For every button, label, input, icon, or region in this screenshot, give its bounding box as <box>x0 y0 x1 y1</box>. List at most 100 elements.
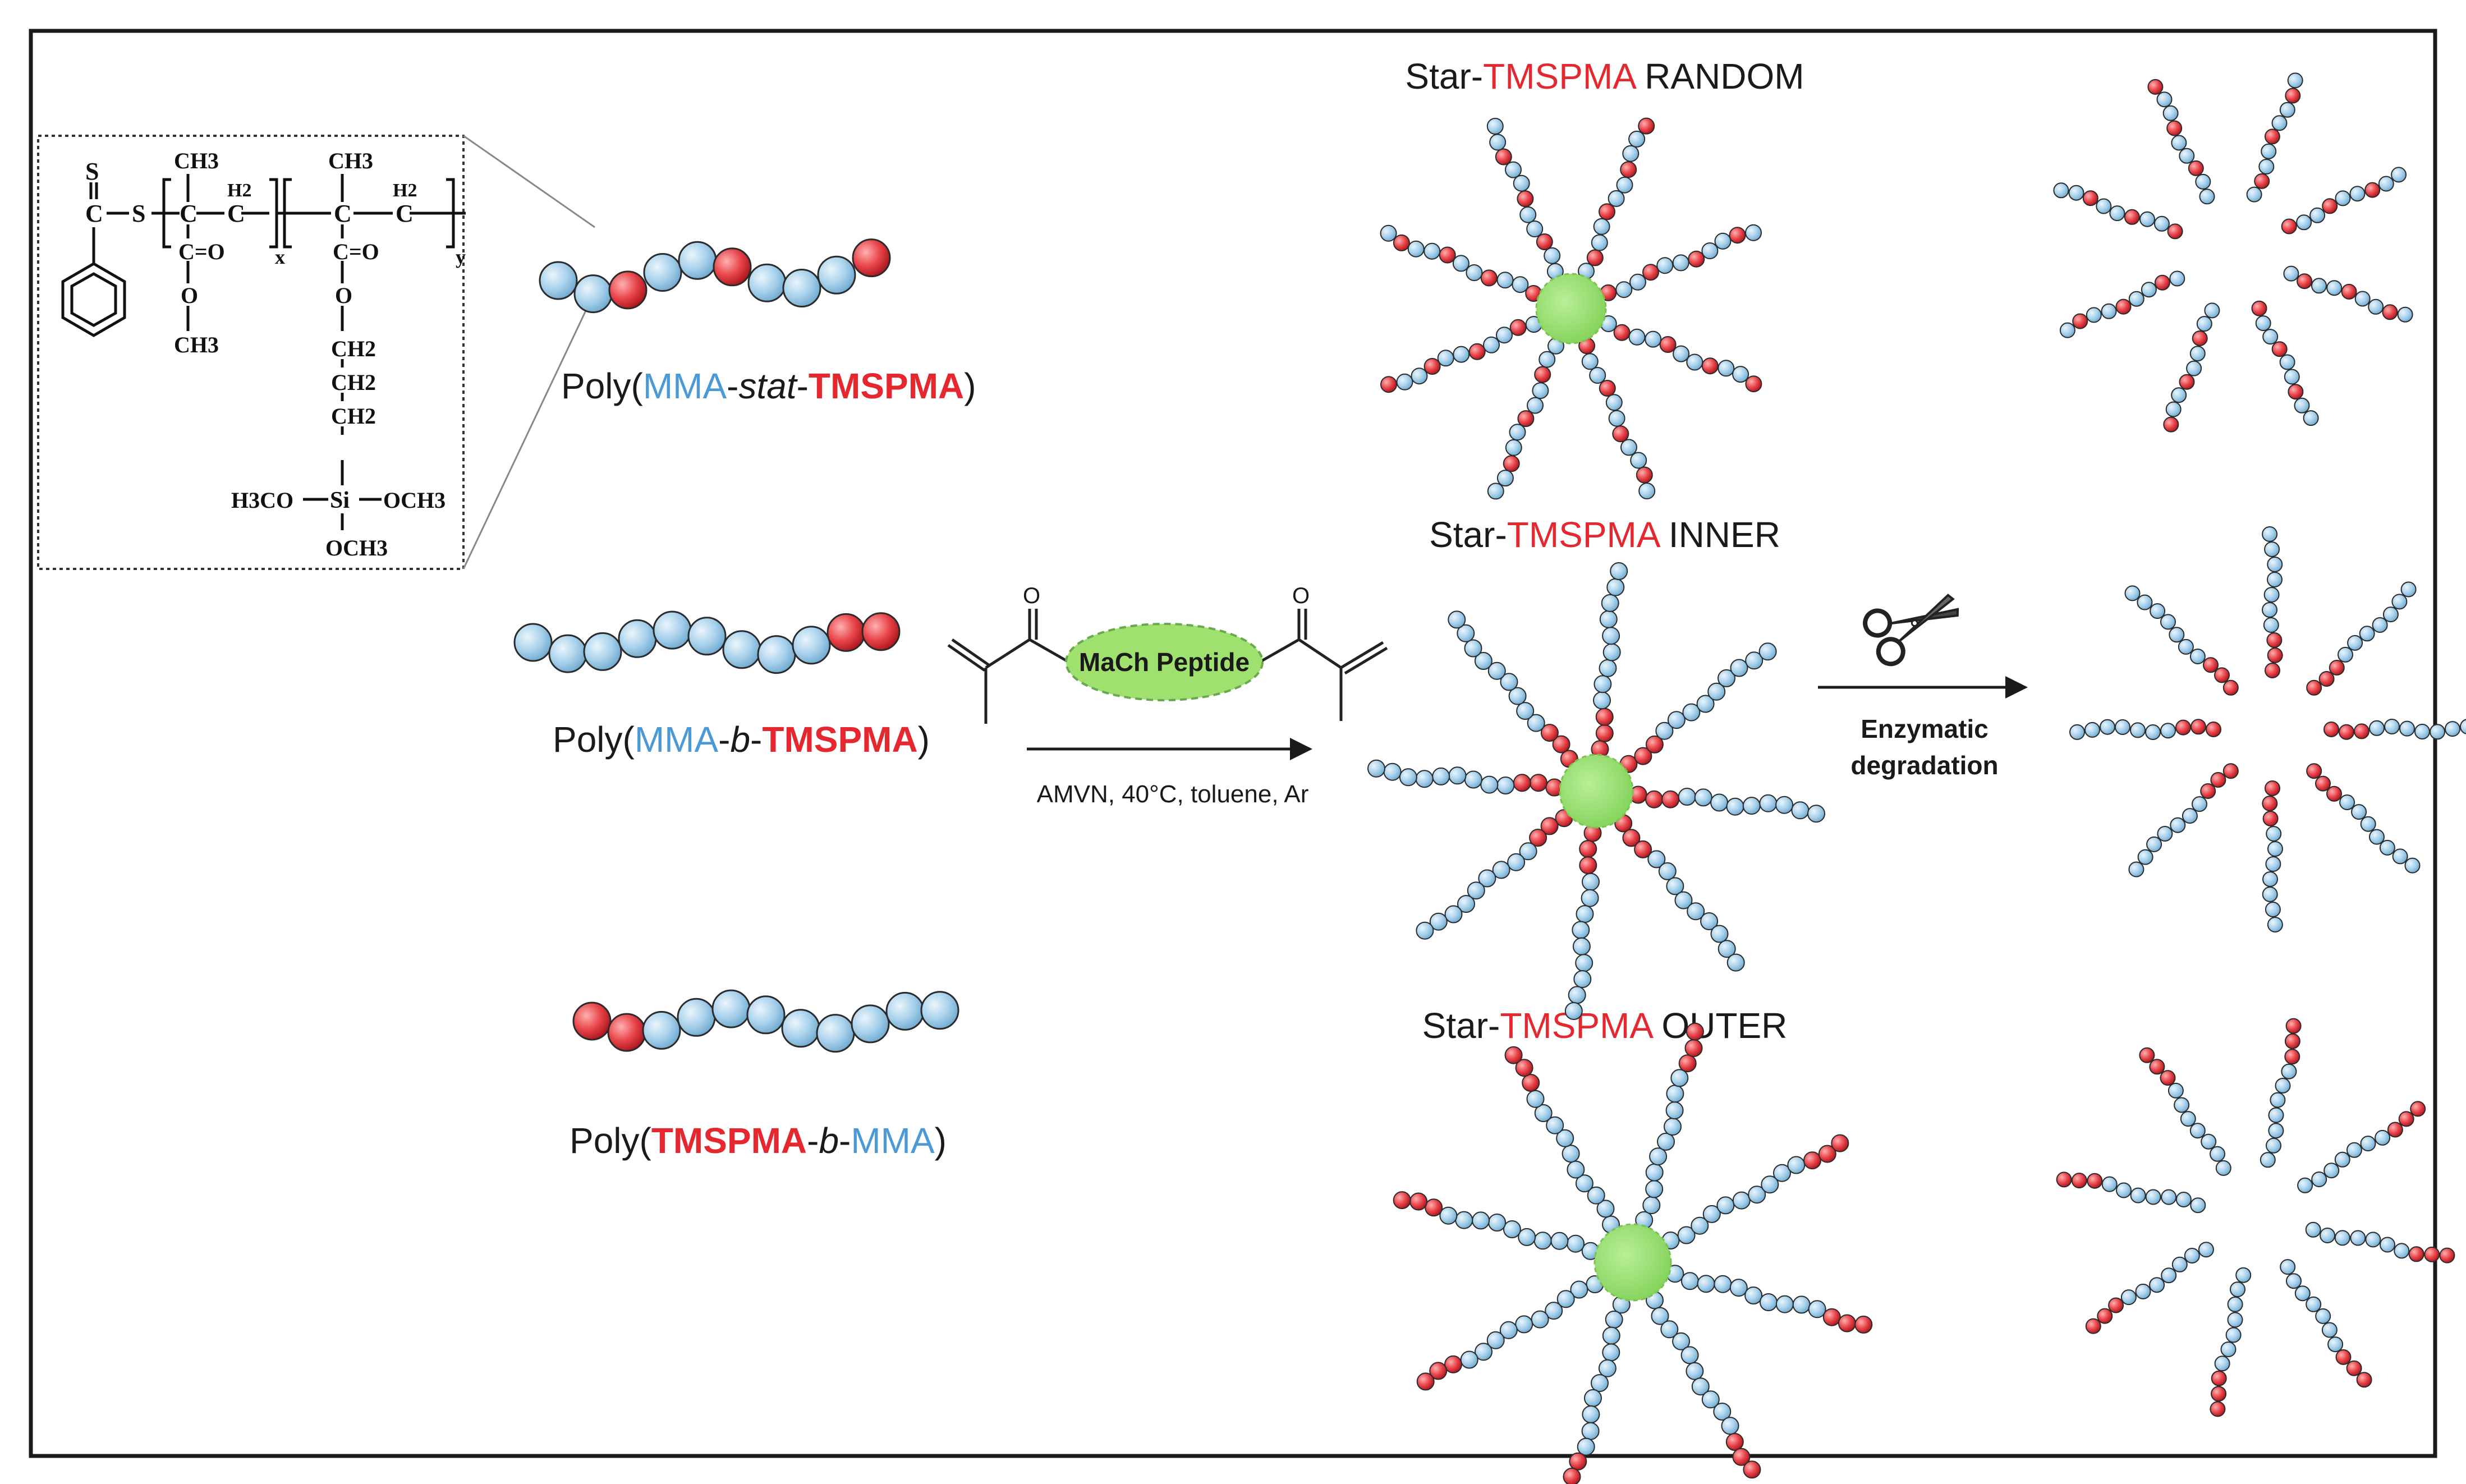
mma-bead <box>2167 1082 2184 1099</box>
mma-bead <box>2380 1237 2395 1253</box>
chain-tmspma-b-mma <box>572 989 959 1053</box>
mma-bead <box>1730 659 1748 677</box>
mma-bead <box>2368 298 2384 315</box>
mma-bead <box>1487 661 1506 680</box>
tmspma-bead <box>1529 829 1547 847</box>
mma-bead <box>1367 759 1385 778</box>
mma-bead <box>1519 206 1537 223</box>
mma-bead <box>1582 1405 1600 1423</box>
mma-bead <box>2430 724 2445 740</box>
mma-bead <box>2262 602 2277 618</box>
mma-bead <box>2266 826 2282 842</box>
mma-bead <box>2261 143 2277 159</box>
mma-bead <box>2149 1277 2165 1293</box>
mma-bead <box>2160 723 2176 739</box>
chem-s-top: S <box>85 158 99 185</box>
mma-bead <box>757 635 796 674</box>
mma-bead <box>2305 1221 2321 1238</box>
mma-bead <box>1655 722 1674 740</box>
tmspma-bead <box>2284 1049 2300 1065</box>
mma-bead <box>2225 1327 2242 1343</box>
mma-bead <box>1602 627 1620 645</box>
mma-bead <box>2294 1285 2311 1302</box>
tmspma-bead <box>1732 1448 1751 1466</box>
mma-bead <box>1602 1343 1620 1362</box>
mma-bead <box>2175 1192 2192 1207</box>
mma-bead <box>2326 280 2343 296</box>
mma-bead <box>2130 1187 2146 1203</box>
mma-bead <box>1670 1069 1689 1087</box>
mma-bead <box>1596 1200 1615 1218</box>
mma-bead <box>1628 328 1646 346</box>
mma-bead <box>1556 1290 1575 1308</box>
mma-bead <box>1682 703 1701 722</box>
mma-bead <box>1570 1280 1588 1299</box>
label-poly-mma-b-tmspma: Poly(MMA-b-TMSPMA) <box>553 719 930 760</box>
mma-bead <box>2279 102 2295 118</box>
mma-bead <box>1657 1132 1675 1151</box>
mma-bead <box>2135 1283 2151 1299</box>
mma-bead <box>1610 562 1628 580</box>
tmspma-bead <box>2285 88 2301 104</box>
mma-bead <box>1629 273 1646 291</box>
mma-bead <box>1573 970 1592 989</box>
tmspma-bead <box>2424 1246 2440 1262</box>
mma-bead <box>1594 675 1612 693</box>
tmspma-bead <box>2315 775 2331 792</box>
tmspma-bead <box>1854 1315 1873 1334</box>
chem-c-thio: C <box>85 200 103 227</box>
mma-bead <box>2372 617 2388 633</box>
tmspma-bead <box>1599 380 1616 397</box>
mma-bead <box>1532 382 1549 399</box>
mma-bead <box>2227 1296 2243 1312</box>
mma-bead <box>2137 594 2153 610</box>
mma-bead <box>2266 1137 2281 1154</box>
tmspma-bead <box>2211 1370 2227 1386</box>
mma-bead <box>1615 281 1633 298</box>
mma-bead <box>1666 1085 1684 1103</box>
mma-bead <box>1748 1186 1766 1204</box>
mma-bead <box>2391 594 2408 610</box>
mma-bead <box>1439 1206 1458 1225</box>
mma-bead <box>2399 720 2415 737</box>
tmspma-bead <box>2265 663 2280 678</box>
mma-bead <box>1572 921 1590 939</box>
mma-bead <box>2184 1248 2200 1264</box>
mma-bead <box>2379 839 2395 856</box>
tmspma-bead <box>1416 1372 1435 1391</box>
mma-bead <box>2204 302 2220 319</box>
mma-bead <box>2286 1273 2302 1289</box>
mma-bead <box>2186 360 2202 376</box>
mma-bead <box>2199 189 2215 205</box>
mma-bead <box>1496 272 1514 289</box>
tmspma-bead <box>1613 324 1631 341</box>
mma-bead <box>1475 1343 1493 1361</box>
mma-bead <box>1545 1302 1563 1320</box>
mma-bead <box>2068 185 2084 201</box>
tmspma-bead <box>1612 425 1629 443</box>
mma-bead <box>1423 242 1441 260</box>
mma-bead <box>2267 841 2283 857</box>
mma-bead <box>1429 912 1448 931</box>
mma-bead <box>1710 925 1729 943</box>
tmspma-bead <box>1642 264 1659 281</box>
mma-bead <box>1437 350 1454 367</box>
mma-bead <box>2360 1136 2376 1152</box>
mma-bead <box>583 632 622 671</box>
tmspma-bead <box>2188 160 2204 176</box>
mma-bead <box>2214 1356 2230 1372</box>
mma-bead <box>2189 1123 2206 1139</box>
tmspma-bead <box>2210 772 2226 788</box>
tmspma-bead <box>1536 233 1553 250</box>
mma-bead <box>2315 1308 2331 1324</box>
tmspma-bead <box>2266 632 2283 648</box>
mma-bead <box>1608 410 1625 427</box>
mma-bead <box>1702 1205 1721 1223</box>
tmspma-bead <box>2288 384 2304 400</box>
mma-bead <box>2201 1133 2217 1150</box>
mma-bead <box>2120 1289 2137 1306</box>
mma-bead <box>2445 721 2460 737</box>
tmspma-bead <box>1838 1314 1856 1333</box>
mma-bead <box>1411 367 1428 385</box>
mma-bead <box>1472 1211 1490 1230</box>
